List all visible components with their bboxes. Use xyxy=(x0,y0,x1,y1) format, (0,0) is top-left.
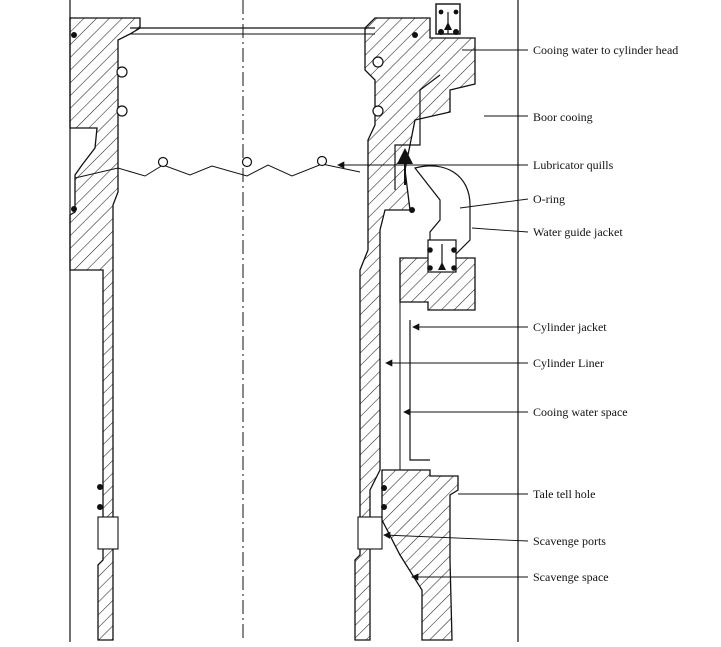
bore-cooling-hole-left-lower xyxy=(116,105,128,117)
cylinder-jacket-body xyxy=(381,469,459,641)
bore-cooling-hole-left-upper xyxy=(116,66,128,78)
o-ring-dot xyxy=(409,207,415,213)
label-cooling-water-space: Cooing water space xyxy=(533,405,628,419)
label-bore-cooling: Boor cooing xyxy=(533,110,593,124)
lubricator-quill-1 xyxy=(157,156,169,168)
bore-cooling-hole-right-upper xyxy=(372,56,384,68)
leader-scavenge-ports xyxy=(383,531,529,542)
label-water-guide-jacket: Water guide jacket xyxy=(533,225,623,239)
leader-water-guide xyxy=(471,227,529,233)
lubricator-ring-line xyxy=(74,163,361,179)
left-scavenge-port xyxy=(97,516,119,550)
label-scavenge-space: Scavenge space xyxy=(533,570,609,584)
water-guide-jacket-outline xyxy=(413,165,471,256)
label-cooling-water-head: Cooing water to cylinder head xyxy=(533,43,678,57)
label-scavenge-ports: Scavenge ports xyxy=(533,534,606,548)
label-tell-tale-hole: Tale tell hole xyxy=(533,487,595,501)
left-liner-wall xyxy=(69,17,141,641)
bore-cooling-hole-right-lower xyxy=(372,105,384,117)
leader-o-ring xyxy=(459,198,529,209)
label-lubricator-quills: Lubricator quills xyxy=(533,158,614,172)
right-liner-wall xyxy=(354,17,476,641)
lubricator-quill-3 xyxy=(316,155,328,167)
cooling-passage xyxy=(394,74,441,190)
label-cylinder-liner: Cylinder Liner xyxy=(533,356,604,370)
lubricator-quill-2 xyxy=(241,156,253,168)
jacket-inner-wall xyxy=(409,320,430,461)
label-cylinder-jacket: Cylinder jacket xyxy=(533,320,607,334)
label-o-ring: O-ring xyxy=(533,192,565,206)
right-scavenge-port xyxy=(357,516,383,550)
